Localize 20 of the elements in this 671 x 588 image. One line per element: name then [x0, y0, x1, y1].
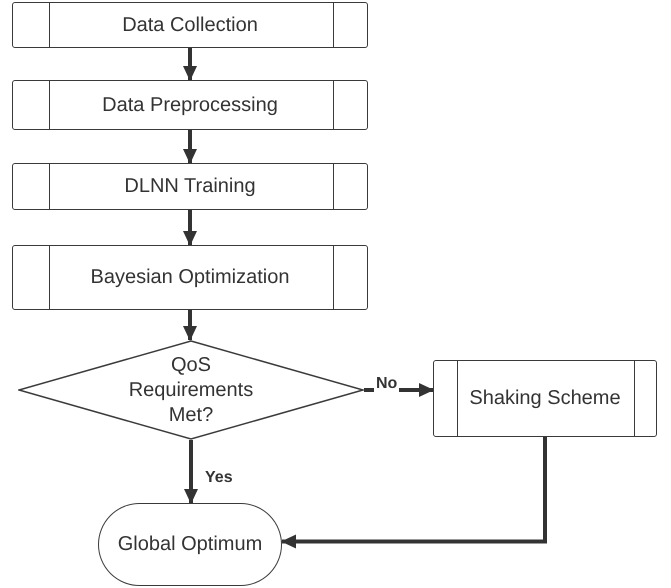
arrow	[183, 48, 197, 81]
arrow	[184, 440, 198, 504]
process-box	[12, 2, 368, 48]
edge-label: No	[374, 375, 400, 393]
node-text: Bayesian Optimization	[90, 265, 290, 290]
arrow	[183, 130, 197, 164]
arrow	[281, 437, 547, 548]
node-text: Data Preprocessing	[102, 92, 278, 118]
node-text: Shaking Scheme	[469, 386, 621, 411]
node-text: QoS Requirements Met?	[128, 352, 254, 428]
node-text: Global Optimum	[118, 532, 262, 557]
process-box	[12, 163, 368, 210]
process-box	[433, 360, 657, 437]
process-box	[12, 245, 368, 310]
process-box	[12, 80, 368, 130]
node-text: DLNN Training	[124, 174, 256, 199]
node-text: Data Collection	[122, 12, 258, 38]
arrow	[183, 210, 197, 246]
decision-diamond	[18, 340, 364, 440]
arrow	[183, 310, 197, 341]
